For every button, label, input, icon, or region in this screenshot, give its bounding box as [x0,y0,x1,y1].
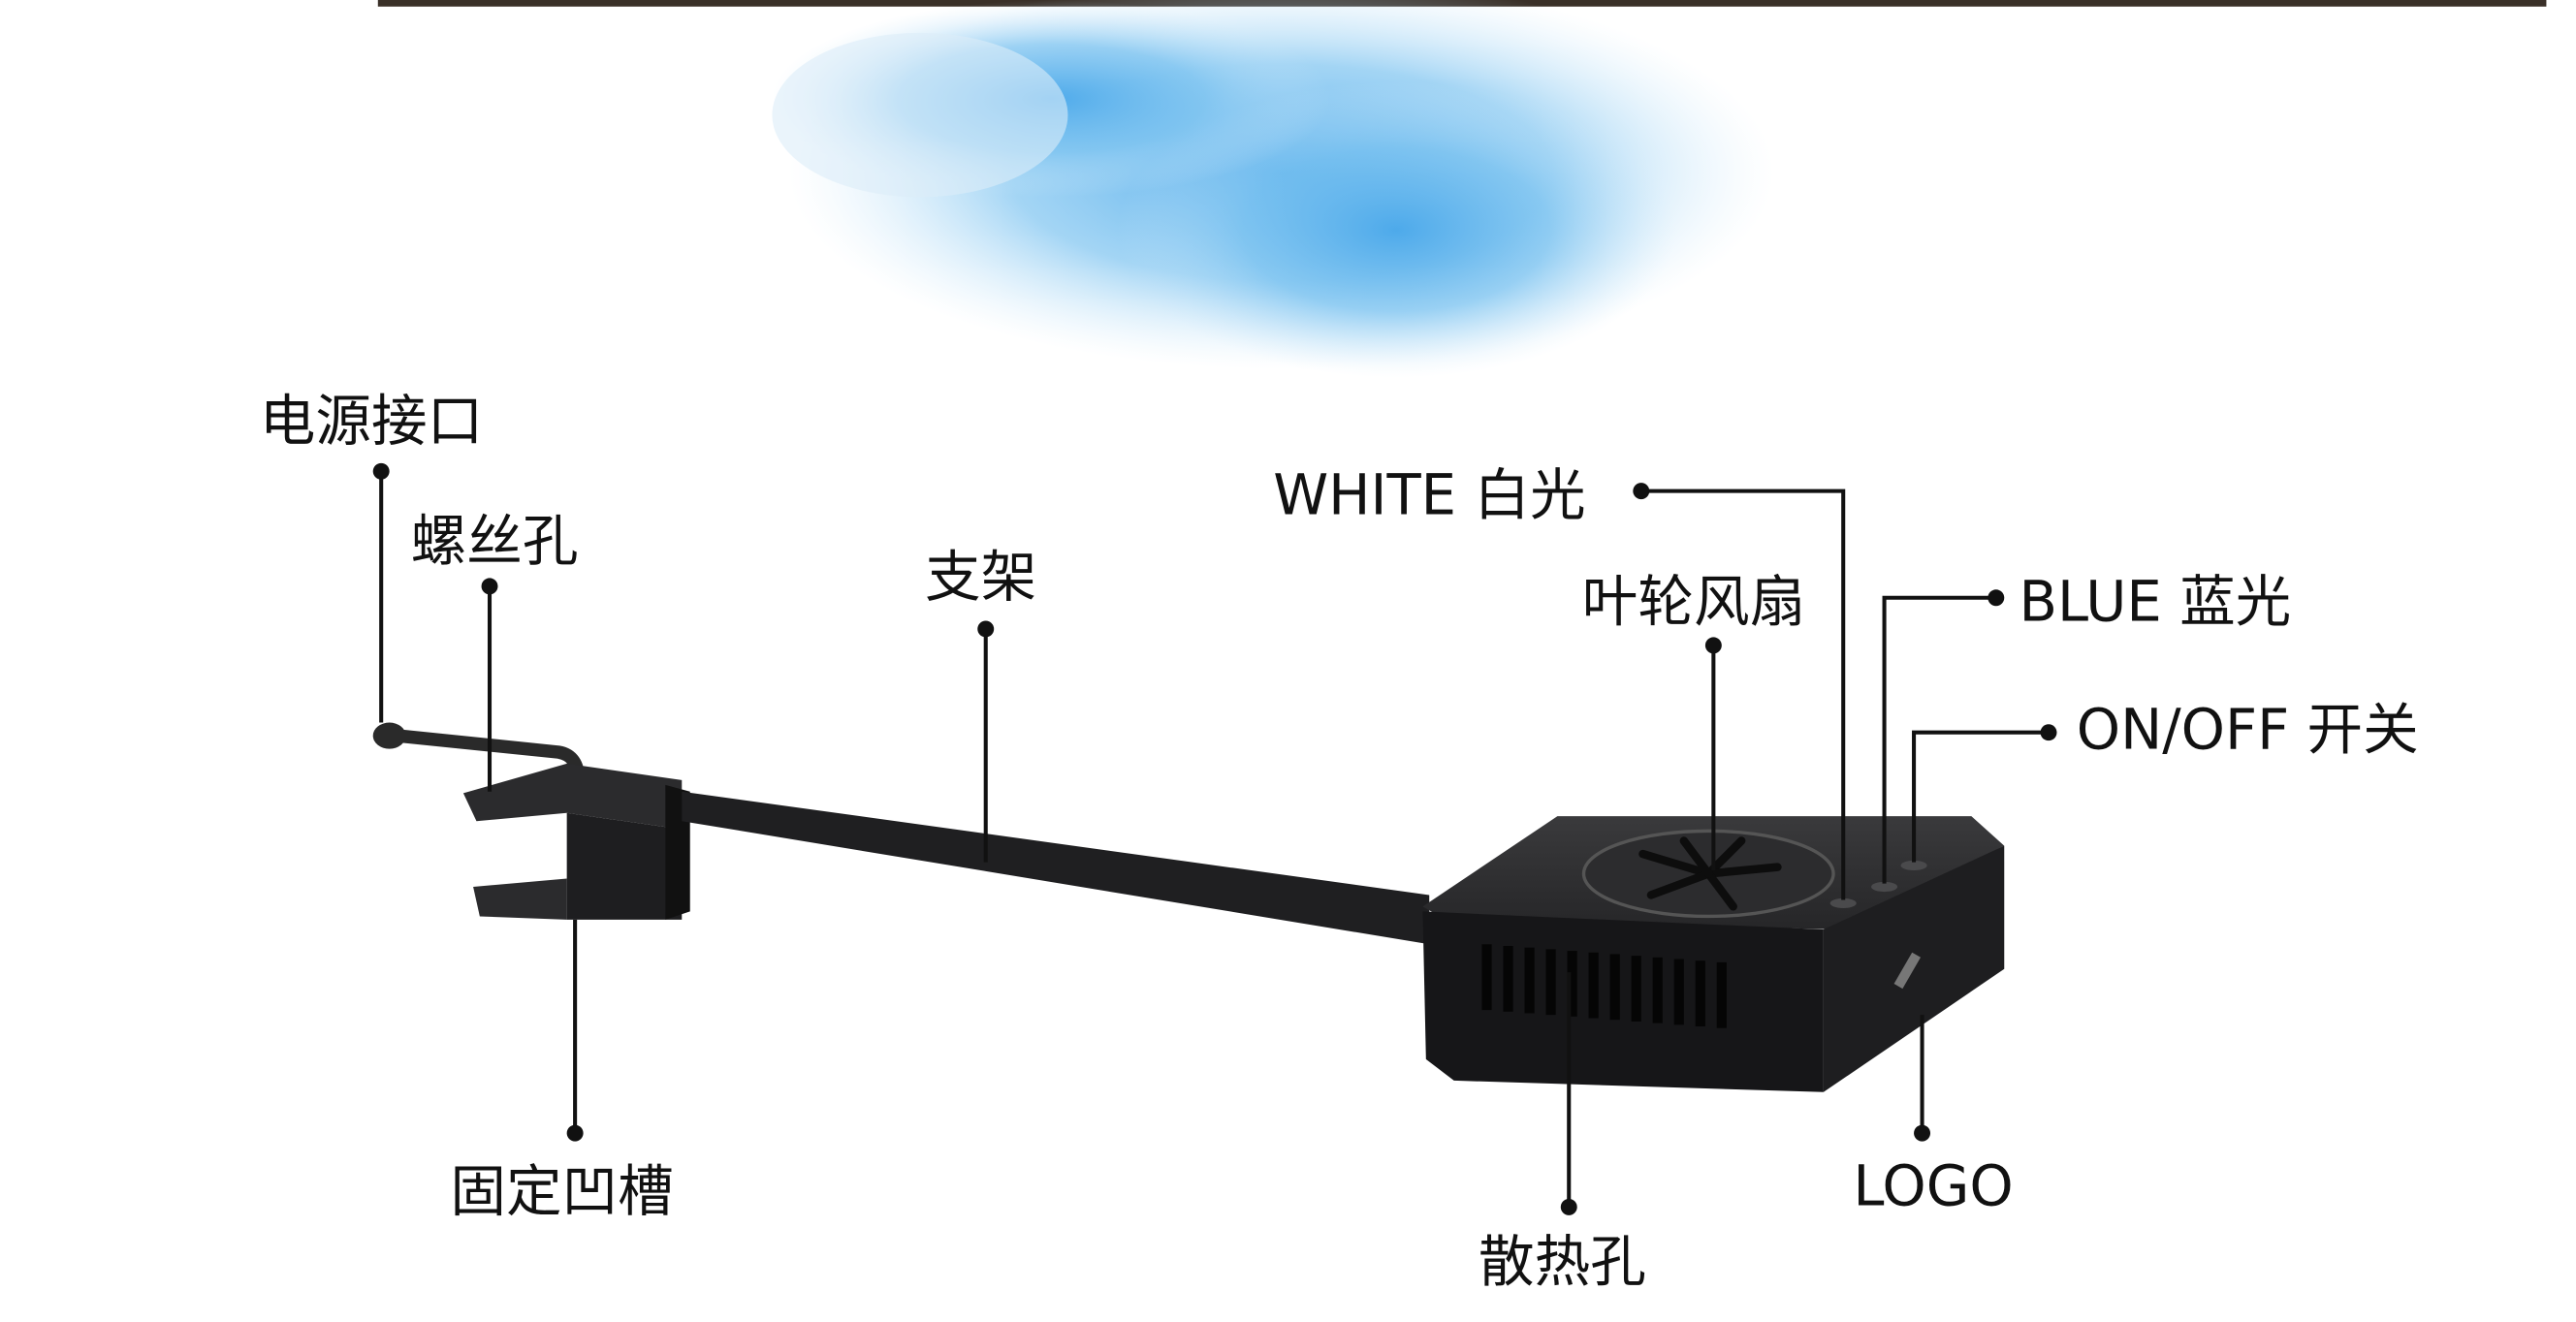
device-logo-mark [1893,952,1922,990]
label-power-port: 电源接口 [260,389,483,454]
label-heat-vents: 散热孔 [1479,1230,1646,1295]
leader-lines [372,462,2057,1215]
fan-grille [1581,829,1835,919]
heat-vent-slots [1481,944,1727,1028]
label-bracket: 支架 [925,545,1036,610]
clamp [462,763,690,920]
light-fixture [372,722,2005,1092]
indicator-buttons [1829,860,1927,909]
label-blue-light: BLUE 蓝光 [2019,569,2292,634]
blue-paint-cloud [772,0,1774,378]
label-screw-hole: 螺丝孔 [411,509,579,574]
label-impeller-fan: 叶轮风扇 [1582,569,1805,634]
power-plug [372,722,406,749]
label-on-off-switch: ON/OFF 开关 [2077,698,2419,763]
label-white-light: WHITE 白光 [1273,462,1585,527]
bracket-rod [682,791,1430,945]
label-fixing-groove: 固定凹槽 [450,1159,673,1224]
label-logo: LOGO [1853,1154,2013,1219]
device-front-face [1422,911,1824,1092]
